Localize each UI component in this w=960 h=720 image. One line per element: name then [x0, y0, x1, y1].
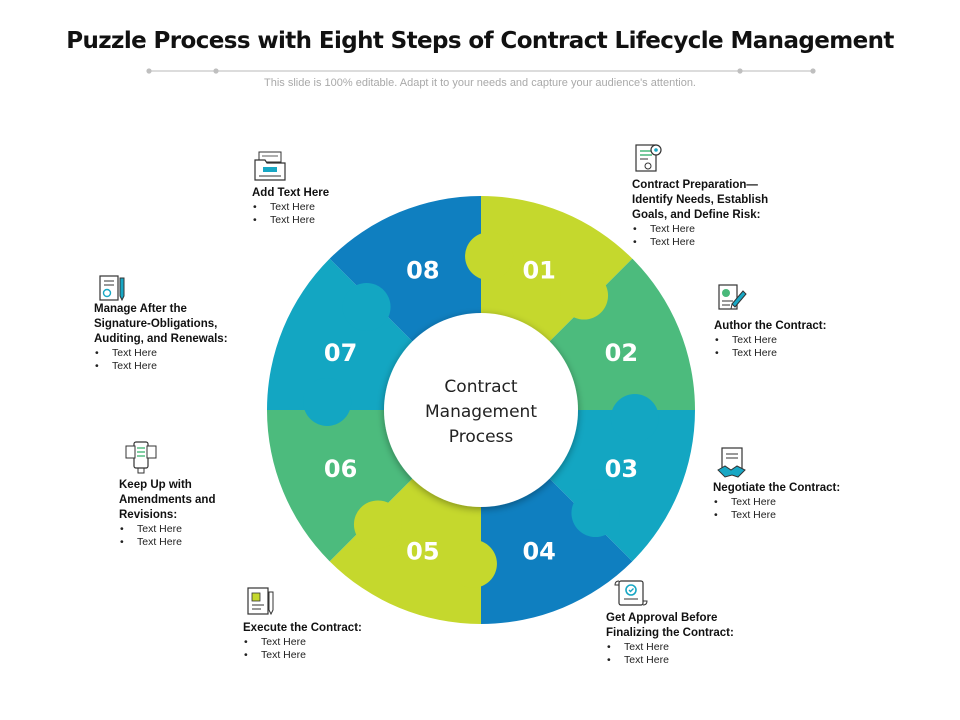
slide-title: Puzzle Process with Eight Steps of Contr… — [66, 28, 894, 54]
puzzle-knob-03 — [571, 489, 620, 538]
step-03-text: Negotiate the Contract: Text Here Text H… — [713, 481, 840, 522]
puzzle-segment-05 — [329, 476, 481, 624]
puzzle-segment-07 — [267, 258, 415, 410]
list-item: Text Here — [119, 523, 216, 536]
list-item: Text Here — [632, 223, 768, 236]
step-06-heading: Keep Up with Amendments and Revisions: — [119, 479, 216, 521]
title-divider — [146, 68, 816, 74]
puzzle-knob-07 — [342, 282, 391, 331]
list-item: Text Here — [606, 654, 734, 667]
puzzle-knob-01 — [560, 271, 609, 320]
step-number-04: 04 — [522, 537, 555, 565]
step-08-heading: Add Text Here — [252, 187, 330, 199]
step-02-heading: Author the Contract: — [714, 320, 827, 332]
step-01-text: Contract Preparation— Identify Needs, Es… — [632, 178, 768, 249]
puzzle-segment-04 — [481, 476, 633, 624]
step-number-08: 08 — [406, 257, 439, 285]
puzzle-knob-05 — [353, 500, 402, 549]
puzzle-knob-06 — [303, 377, 352, 426]
step-number-06: 06 — [324, 455, 357, 483]
list-item: Text Here — [94, 360, 228, 373]
step-04-text: Get Approval Before Finalizing the Contr… — [606, 611, 734, 667]
document-pen-icon — [716, 282, 748, 314]
step-01-heading: Contract Preparation— Identify Needs, Es… — [632, 179, 769, 221]
center-circle — [384, 313, 578, 507]
puzzle-segment-06 — [267, 410, 415, 562]
step-08-text: Add Text Here Text Here Text Here — [252, 186, 329, 227]
step-number-07: 07 — [324, 339, 357, 367]
puzzle-segment-01 — [481, 196, 633, 344]
document-gear-icon — [634, 143, 664, 175]
puzzle-segment-02 — [547, 258, 695, 410]
step-05-heading: Execute the Contract: — [243, 622, 362, 634]
slide-subtitle: This slide is 100% editable. Adapt it to… — [264, 77, 696, 89]
puzzle-segment-03 — [547, 410, 695, 562]
list-item: Text Here — [252, 201, 329, 214]
contract-pencil-icon — [97, 274, 127, 304]
puzzle-knob-08 — [465, 232, 514, 281]
step-07-text: Manage After the Signature-Obligations, … — [94, 302, 228, 373]
list-item: Text Here — [714, 334, 826, 347]
approval-certificate-icon — [614, 578, 648, 608]
folder-documents-icon — [253, 150, 287, 182]
step-number-03: 03 — [605, 455, 638, 483]
puzzle-knob-02 — [610, 394, 659, 443]
center-label-line: Process — [449, 427, 514, 447]
center-label-line: Contract — [444, 377, 517, 397]
puzzle-knob-04 — [448, 539, 497, 588]
center-label-line: Management — [425, 402, 537, 422]
step-03-heading: Negotiate the Contract: — [713, 482, 841, 494]
list-item: Text Here — [243, 636, 362, 649]
step-06-text: Keep Up with Amendments and Revisions: T… — [119, 478, 216, 549]
step-02-text: Author the Contract: Text Here Text Here — [714, 319, 826, 360]
list-item: Text Here — [713, 509, 840, 522]
step-05-text: Execute the Contract: Text Here Text Her… — [243, 621, 362, 662]
step-number-02: 02 — [605, 339, 638, 367]
list-item: Text Here — [606, 641, 734, 654]
mobile-documents-icon — [124, 440, 158, 474]
handshake-document-icon — [716, 446, 748, 480]
list-item: Text Here — [632, 236, 768, 249]
step-number-05: 05 — [406, 537, 439, 565]
step-number-01: 01 — [522, 257, 555, 285]
puzzle-segment-08 — [329, 196, 481, 344]
list-item: Text Here — [243, 649, 362, 662]
list-item: Text Here — [94, 347, 228, 360]
step-07-heading: Manage After the Signature-Obligations, … — [94, 303, 228, 345]
step-04-heading: Get Approval Before Finalizing the Contr… — [606, 612, 734, 639]
list-item: Text Here — [119, 536, 216, 549]
list-item: Text Here — [714, 347, 826, 360]
list-item: Text Here — [252, 214, 329, 227]
list-item: Text Here — [713, 496, 840, 509]
signed-document-icon — [245, 586, 277, 618]
